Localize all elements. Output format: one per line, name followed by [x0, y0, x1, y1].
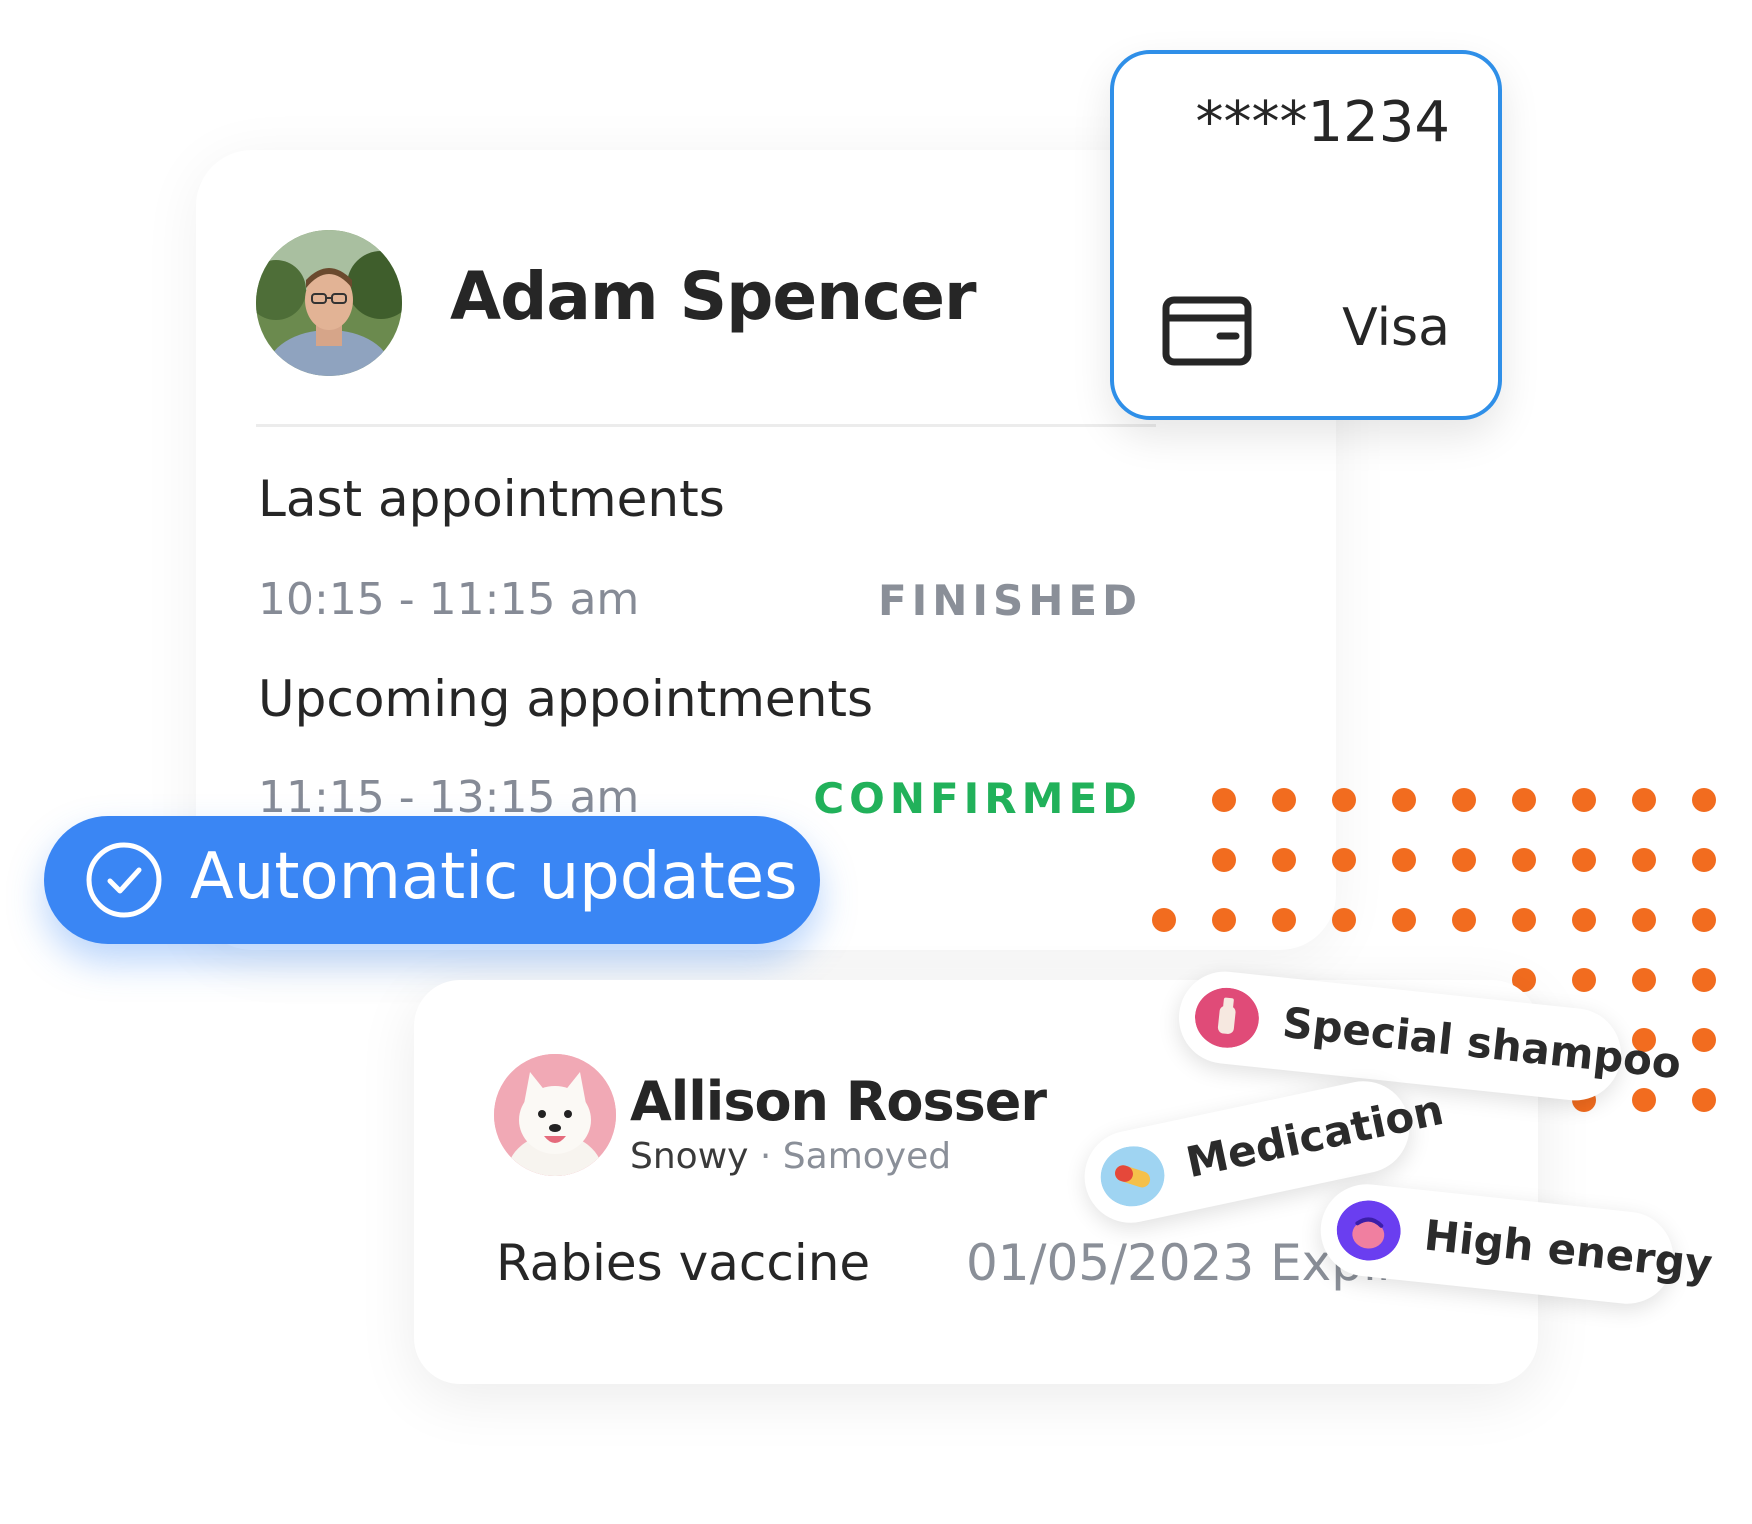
- check-circle-icon: [86, 842, 162, 918]
- client-avatar[interactable]: [256, 230, 402, 376]
- pet-info: Snowy · Samoyed: [630, 1136, 951, 1177]
- pet-name: Snowy: [630, 1136, 749, 1177]
- credit-card-icon: [1162, 296, 1252, 366]
- last-appointments-title: Last appointments: [258, 470, 725, 528]
- tag-label: High energy: [1421, 1210, 1715, 1290]
- automatic-updates-badge[interactable]: Automatic updates: [44, 816, 820, 944]
- shampoo-bottle-icon: [1194, 987, 1259, 1048]
- card-number: ****1234: [1195, 90, 1450, 155]
- last-appointment-time: 10:15 - 11:15 am: [258, 574, 640, 625]
- tag-high-energy[interactable]: High energy: [1316, 1179, 1715, 1309]
- tag-special-shampoo[interactable]: Special shampoo: [1174, 967, 1683, 1105]
- person-avatar-photo: [256, 230, 402, 376]
- owner-name: Allison Rosser: [630, 1070, 1047, 1133]
- samoyed-dog-photo: [494, 1054, 616, 1176]
- tag-medication[interactable]: Medication: [1076, 1072, 1448, 1232]
- vaccine-name: Rabies vaccine: [496, 1234, 871, 1292]
- divider: [256, 424, 1156, 427]
- card-brand: Visa: [1342, 298, 1450, 358]
- upcoming-appointment-time: 11:15 - 13:15 am: [258, 772, 640, 823]
- payment-card[interactable]: ****1234 Visa: [1110, 50, 1502, 420]
- pet-avatar: [494, 1054, 616, 1176]
- automatic-updates-label: Automatic updates: [190, 840, 798, 914]
- upcoming-appointment-status: CONFIRMED: [813, 774, 1142, 823]
- tongue-face-icon: [1336, 1200, 1401, 1261]
- decorative-dot-grid: [1152, 788, 1716, 1112]
- pill-capsule-icon: [1100, 1146, 1165, 1207]
- pet-separator: ·: [748, 1136, 783, 1177]
- client-name: Adam Spencer: [450, 258, 977, 335]
- last-appointment-status: FINISHED: [877, 576, 1142, 625]
- upcoming-appointments-title: Upcoming appointments: [258, 670, 874, 728]
- pet-breed: Samoyed: [782, 1136, 952, 1177]
